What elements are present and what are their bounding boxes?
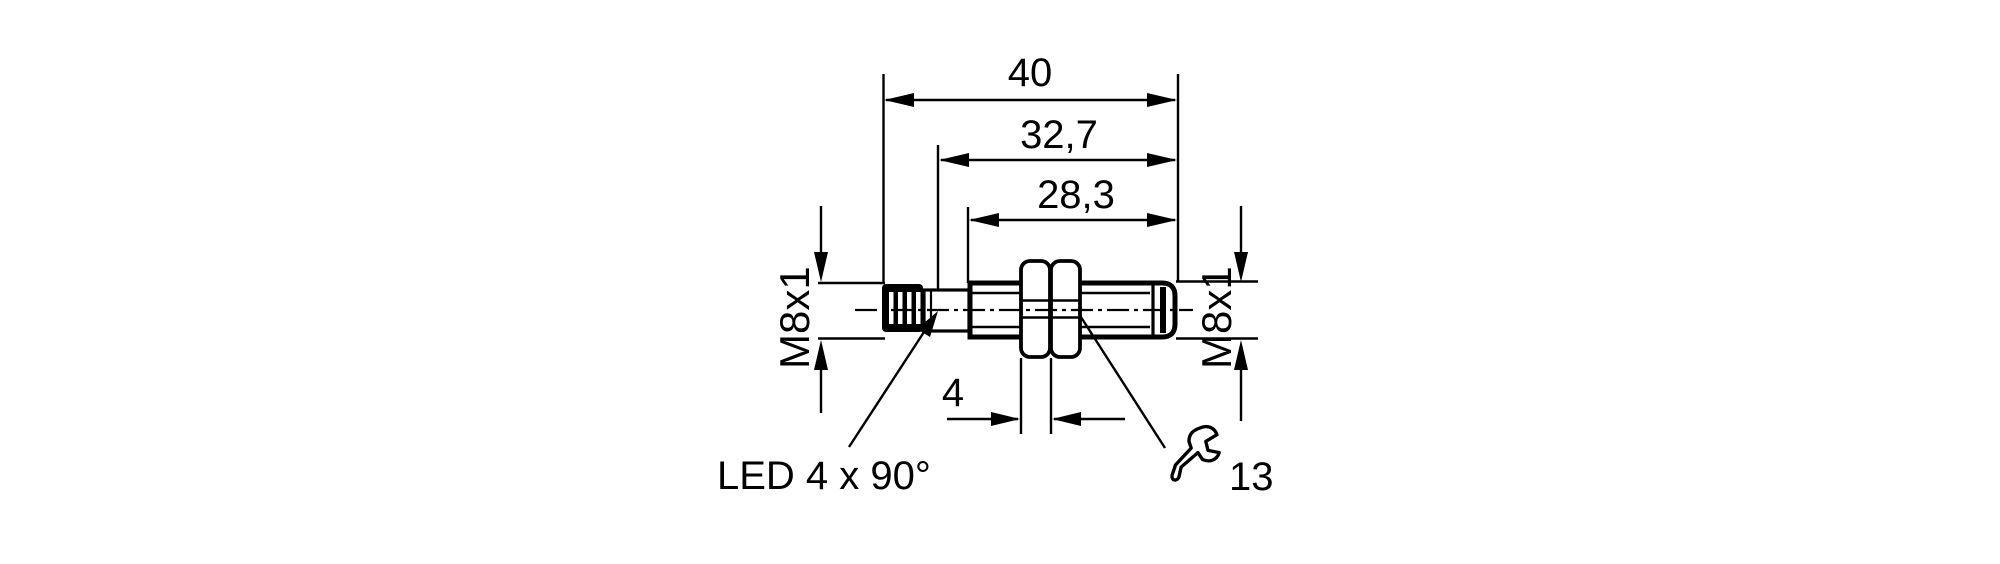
dim-length-to-shoulder-label: 32,7 — [1020, 113, 1098, 157]
arrowhead — [1052, 412, 1081, 426]
wrench-size-label: 13 — [1229, 455, 1274, 499]
arrowhead — [1147, 153, 1177, 167]
dim-connector-thread-label: M8x1 — [771, 266, 818, 369]
arrowhead — [1147, 213, 1177, 227]
thread-groove — [916, 292, 921, 324]
led-annotation-label: LED 4 x 90° — [717, 454, 931, 498]
arrowhead — [991, 412, 1020, 426]
dim-housing-thread-label: M8x1 — [1193, 266, 1240, 369]
dim-nut-width-label: 4 — [942, 371, 964, 415]
callouts — [847, 311, 1221, 482]
arrowhead — [939, 153, 969, 167]
connector-thread-grooves — [889, 292, 921, 324]
dimension-texts: 40 32,7 28,3 4 M8x1 M8x1 LED 4 x 90° 13 — [717, 51, 1274, 499]
arrowhead — [884, 93, 914, 107]
arrowhead — [814, 252, 828, 282]
arrowhead — [814, 340, 828, 370]
extension-lines — [818, 74, 1258, 434]
thread-groove — [898, 292, 903, 324]
wrench-icon — [1170, 424, 1221, 482]
arrowhead — [1147, 93, 1177, 107]
wrench-leader-line — [1077, 313, 1167, 449]
led-leader-arrowhead — [917, 311, 938, 337]
dimension-lines — [814, 93, 1248, 426]
dim-overall-length-label: 40 — [1008, 51, 1053, 95]
arrowhead — [969, 213, 999, 227]
dim-threaded-length-label: 28,3 — [1037, 173, 1115, 217]
arrowhead — [1234, 340, 1248, 370]
led-leader-line — [847, 331, 926, 448]
thread-groove — [907, 292, 912, 324]
thread-groove — [889, 292, 894, 324]
arrowhead — [1234, 252, 1248, 282]
wrench-icon-path — [1170, 424, 1221, 482]
sensor-body — [855, 259, 1193, 359]
